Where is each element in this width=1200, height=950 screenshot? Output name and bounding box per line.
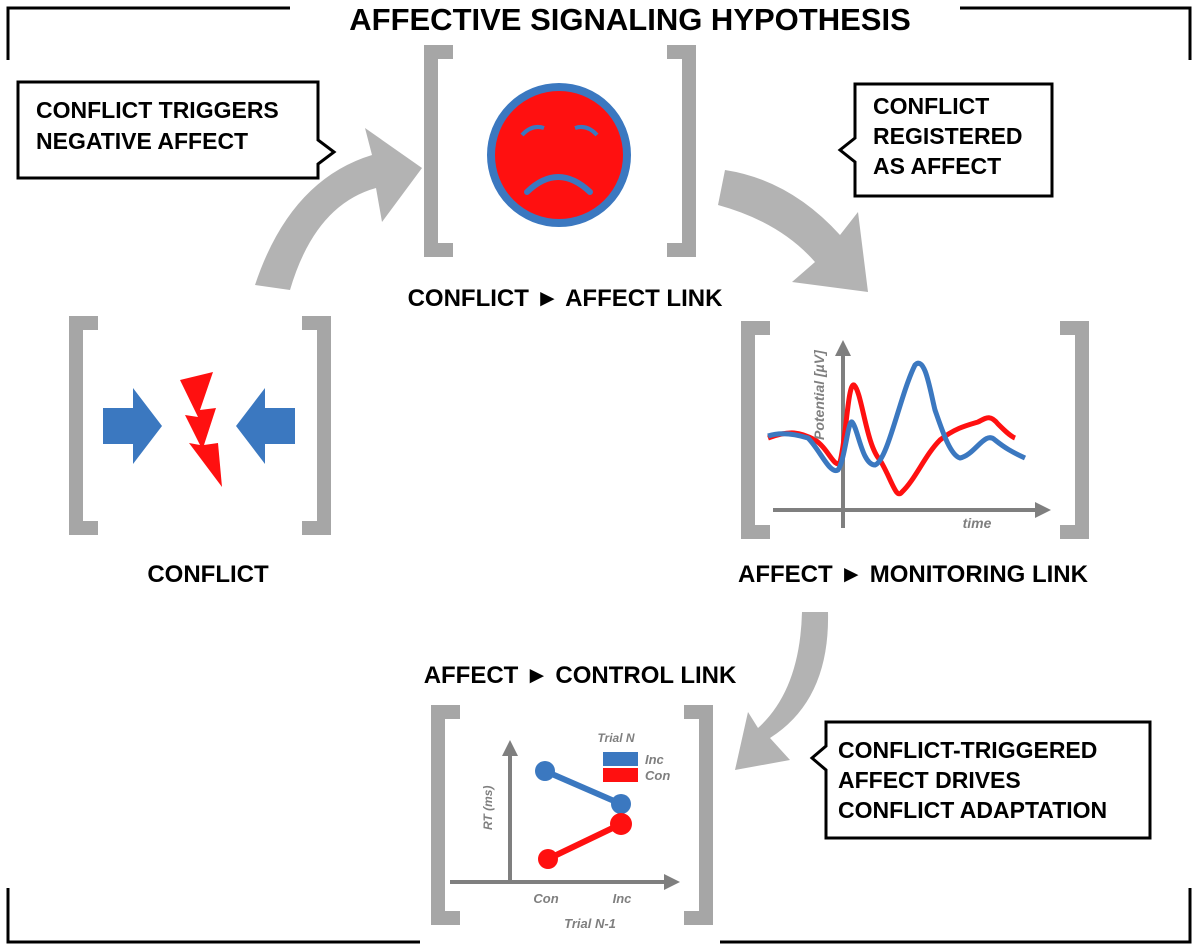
rt-legend-label-inc: Inc	[645, 752, 665, 767]
outer-frame	[6, 6, 1192, 944]
rt-con-line	[546, 821, 623, 862]
rt-plot: RT (ms) Con Inc Trial N-1 Trial N Inc Co…	[450, 731, 680, 931]
monitoring-node: Potential [µV] time AFFECT ► MONITORING …	[738, 321, 1089, 588]
callout-registered-line: AS AFFECT	[873, 153, 1001, 179]
callout-triggers-line: CONFLICT TRIGGERS	[36, 97, 279, 123]
affect-link-label: CONFLICT ► AFFECT LINK	[408, 285, 723, 312]
erp-ylabel: Potential [µV]	[811, 349, 827, 440]
erp-blue-waveform	[767, 360, 1027, 474]
rt-con-series	[538, 813, 632, 869]
callout-drives-line: CONFLICT-TRIGGERED	[838, 737, 1097, 763]
erp-plot: Potential [µV] time	[767, 340, 1051, 531]
page-title: AFFECTIVE SIGNALING HYPOTHESIS	[349, 2, 911, 37]
rt-ylabel: RT (ms)	[481, 786, 495, 830]
rt-x-tick-label: Con	[533, 891, 558, 906]
rt-xlabel: Trial N-1	[564, 916, 616, 931]
rt-inc-series	[535, 761, 631, 814]
rt-legend-title: Trial N	[597, 731, 634, 745]
monitoring-brackets	[741, 321, 1089, 539]
rt-x-tick-label: Inc	[613, 891, 633, 906]
affect-brackets	[424, 45, 696, 257]
callout-registered-line: CONFLICT	[873, 93, 989, 119]
control-node: AFFECT ► CONTROL LINK RT (ms) Con Inc Tr…	[424, 662, 737, 931]
rt-legend: Trial N Inc Con	[597, 731, 670, 783]
rt-legend-label-con: Con	[645, 768, 670, 783]
right-pointing-arrow-icon	[103, 388, 162, 464]
rt-legend-swatch-con	[603, 768, 638, 782]
callout-drives: CONFLICT-TRIGGERED AFFECT DRIVES CONFLIC…	[809, 720, 1152, 840]
conflict-label: CONFLICT	[147, 561, 269, 588]
left-pointing-arrow-icon	[236, 388, 295, 464]
cycle-arrows	[255, 128, 868, 770]
rt-inc-point-con	[535, 761, 555, 781]
arrow-conflict-to-affect	[255, 128, 422, 290]
conflict-brackets	[69, 316, 331, 535]
rt-con-point-inc	[610, 813, 632, 835]
callout-triggers-line: NEGATIVE AFFECT	[36, 128, 248, 154]
rt-legend-swatch-inc	[603, 752, 638, 766]
erp-xlabel: time	[963, 515, 992, 531]
conflict-node: CONFLICT	[69, 316, 331, 588]
callout-registered-line: REGISTERED	[873, 123, 1023, 149]
callout-registered: CONFLICT REGISTERED AS AFFECT	[837, 82, 1054, 198]
rt-con-point-con	[538, 849, 558, 869]
callout-drives-line: AFFECT DRIVES	[838, 767, 1021, 793]
callout-drives-line: CONFLICT ADAPTATION	[838, 797, 1107, 823]
rt-inc-line	[543, 768, 623, 807]
lightning-bolt-icon	[180, 372, 222, 487]
callout-triggers: CONFLICT TRIGGERS NEGATIVE AFFECT	[16, 80, 337, 180]
affect-node: CONFLICT ► AFFECT LINK	[408, 45, 723, 312]
arrow-affect-to-monitoring	[718, 170, 868, 292]
control-link-label: AFFECT ► CONTROL LINK	[424, 662, 737, 689]
erp-red-waveform	[767, 382, 1017, 497]
arrow-monitoring-to-control	[735, 612, 829, 770]
rt-inc-point-inc	[611, 794, 631, 814]
monitoring-link-label: AFFECT ► MONITORING LINK	[738, 561, 1089, 588]
control-brackets	[431, 705, 713, 925]
sad-face-icon	[487, 83, 631, 227]
